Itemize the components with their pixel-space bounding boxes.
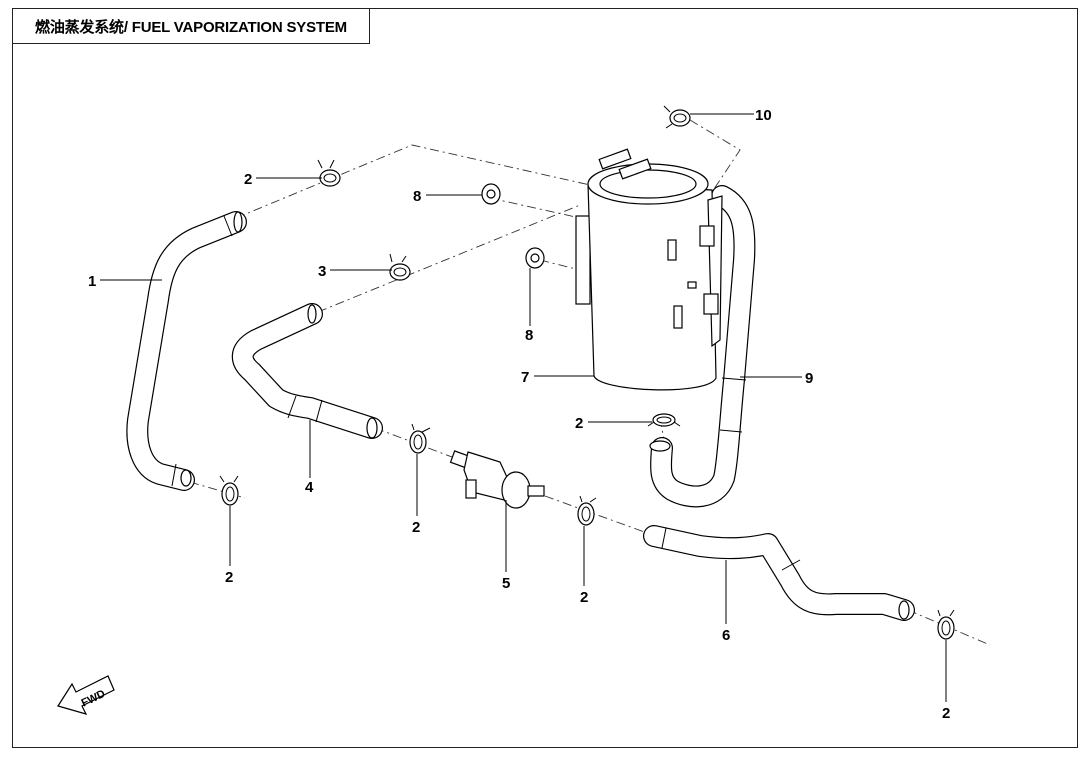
charcoal-canister-7 (575, 148, 723, 391)
diagram-title: 燃油蒸发系统/ FUEL VAPORIZATION SYSTEM (35, 18, 347, 36)
hose-4 (231, 303, 383, 439)
fwd-arrow: FWD (57, 675, 115, 715)
hose-1 (126, 211, 247, 491)
hose-6 (643, 525, 915, 621)
callout-2-left: 2 (225, 569, 233, 586)
callout-2-canister: 2 (575, 415, 583, 432)
clamp-10 (663, 105, 691, 129)
callout-8-bottom: 8 (525, 327, 533, 344)
callout-2-center: 2 (412, 519, 420, 536)
callout-7: 7 (521, 369, 529, 386)
leader-lines (100, 113, 947, 702)
purge-valve-5 (449, 450, 545, 509)
clamp-right (937, 609, 955, 640)
clamp-canister-bottom (647, 413, 681, 427)
callout-1: 1 (88, 273, 96, 290)
callout-4: 4 (305, 479, 314, 496)
callout-6: 6 (722, 627, 730, 644)
callout-2-top: 2 (244, 171, 252, 188)
callout-8-top: 8 (413, 188, 421, 205)
callout-9: 9 (805, 370, 813, 387)
callout-10: 10 (755, 107, 772, 124)
clamp-left-bottom (219, 475, 239, 506)
clamp-valve-out (577, 495, 597, 526)
clamp-center (409, 423, 431, 454)
callout-5: 5 (502, 575, 510, 592)
callout-2-valve: 2 (580, 589, 588, 606)
hose-9 (649, 185, 756, 508)
title-block: 燃油蒸发系统/ FUEL VAPORIZATION SYSTEM (12, 8, 370, 44)
grommets-8 (481, 183, 545, 269)
clamp-3 (389, 253, 411, 281)
hose-clamps (219, 105, 955, 640)
callout-3: 3 (318, 263, 326, 280)
callout-labels: 1 2 3 8 8 7 2 9 10 4 2 2 5 2 6 2 (88, 107, 950, 722)
callout-2-right: 2 (942, 705, 950, 722)
drawing-frame (12, 8, 1078, 748)
clamp-top (317, 159, 341, 187)
